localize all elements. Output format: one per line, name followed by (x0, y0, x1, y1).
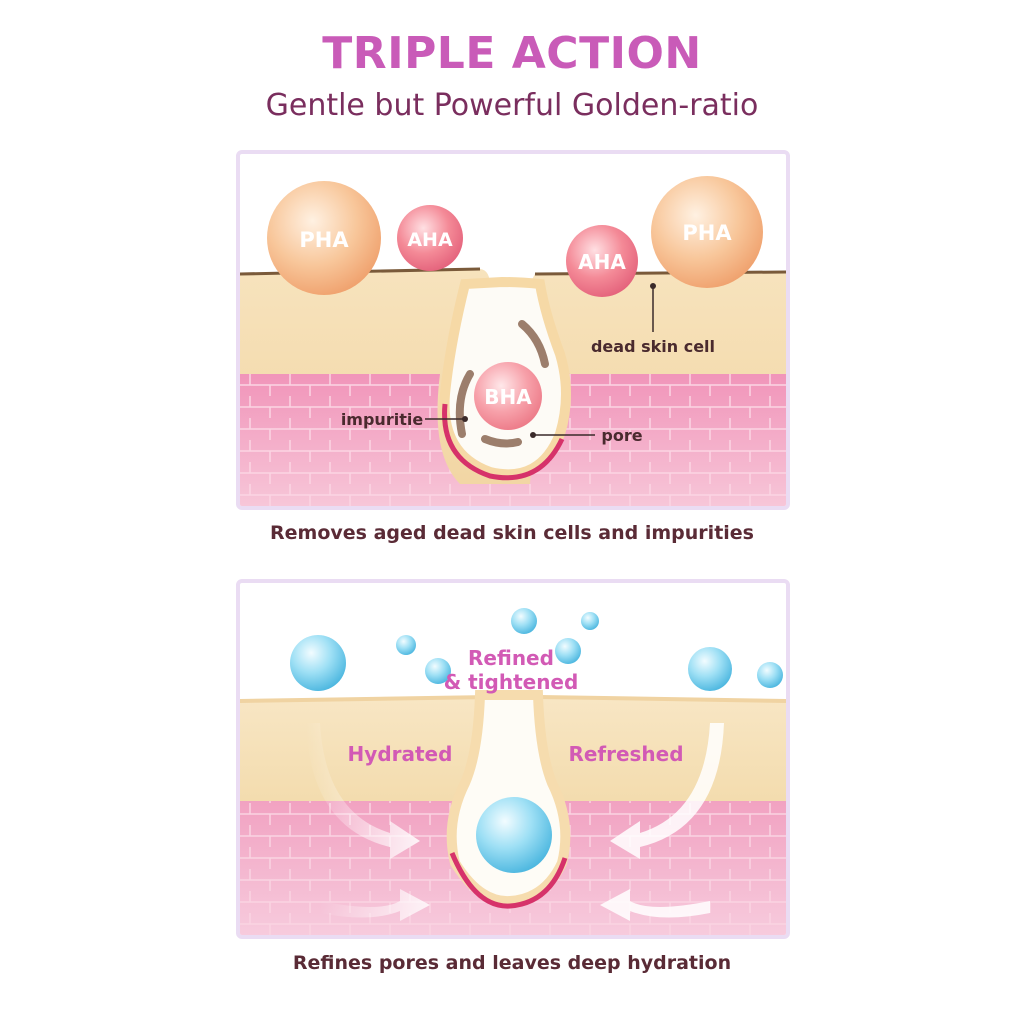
flow-arrow (610, 723, 724, 859)
refined-label-line2: & tightened (444, 670, 579, 694)
panel2-caption: Refines pores and leaves deep hydration (292, 952, 732, 974)
exfoliation-illustration: PHA AHA AHA PHA BHA dead skin cell impur… (240, 176, 786, 506)
flow-arrow (306, 723, 420, 859)
aha-sphere-right: AHA (566, 225, 638, 297)
impurity-mark (518, 320, 549, 368)
aha-label-right: AHA (578, 250, 626, 274)
pore-label: pore (601, 426, 642, 445)
pha-sphere-right: PHA (651, 176, 763, 288)
water-bubble (757, 662, 783, 688)
water-bubble-large (476, 797, 552, 873)
impurity-mark (455, 370, 474, 438)
flow-arrow (600, 889, 710, 921)
water-bubble (425, 658, 451, 684)
water-bubble (396, 635, 416, 655)
flow-arrow (320, 889, 430, 921)
epidermis-layer (240, 269, 786, 484)
water-bubble (511, 608, 537, 634)
impuritie-label: impuritie (341, 410, 424, 429)
bha-sphere: BHA (474, 362, 542, 430)
water-bubble (290, 635, 346, 691)
exfoliation-diagram-panel: PHA AHA AHA PHA BHA dead skin cell impur… (236, 150, 790, 510)
pha-sphere-left: PHA (267, 181, 381, 295)
water-bubble (581, 612, 599, 630)
refreshed-label: Refreshed (568, 742, 683, 766)
aha-sphere-left: AHA (397, 205, 463, 271)
hydrated-label: Hydrated (348, 742, 453, 766)
water-bubble (555, 638, 581, 664)
impurity-mark (481, 435, 522, 448)
page-title: TRIPLE ACTION (322, 28, 702, 79)
hydration-illustration: Refined & tightened Hydrated Refreshed (240, 608, 786, 935)
page-subtitle: Gentle but Powerful Golden-ratio (265, 88, 759, 123)
panel1-caption: Removes aged dead skin cells and impurit… (270, 522, 754, 544)
aha-label-left: AHA (407, 229, 453, 251)
hydration-diagram-panel: Refined & tightened Hydrated Refreshed (236, 579, 790, 939)
water-bubble (688, 647, 732, 691)
pha-label-right: PHA (682, 221, 732, 245)
bha-label: BHA (484, 385, 532, 409)
dead-skin-cell-label: dead skin cell (591, 337, 715, 356)
refined-label-line1: Refined (468, 646, 554, 670)
pha-label-left: PHA (299, 228, 349, 252)
